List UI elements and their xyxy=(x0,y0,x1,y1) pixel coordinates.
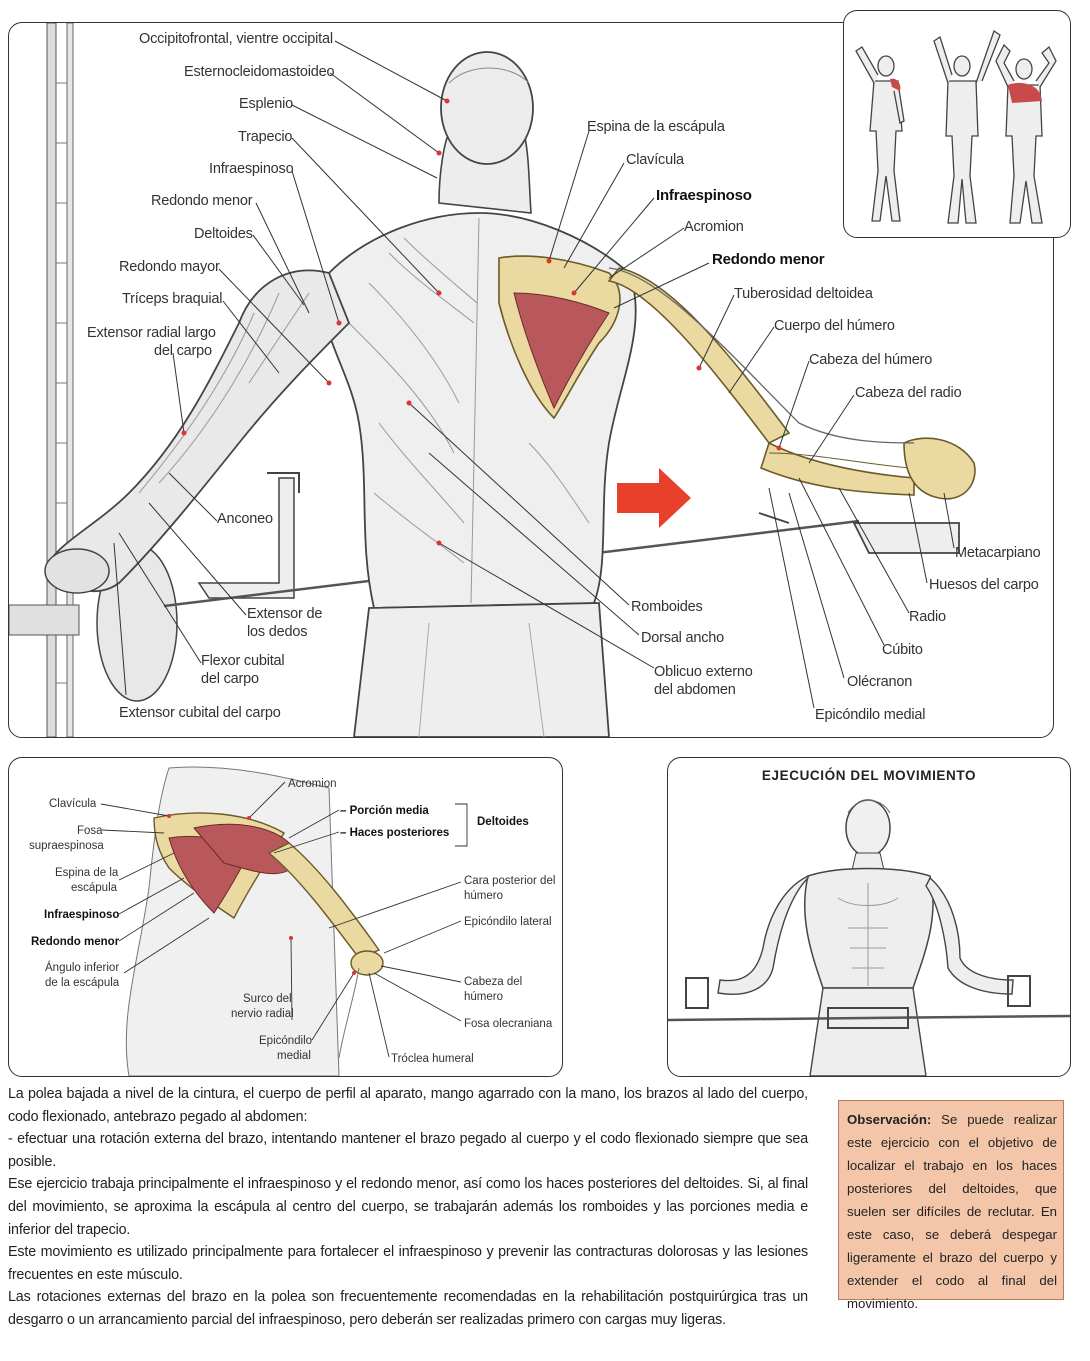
dlabel-epicondilo-2: medial xyxy=(277,1050,311,1062)
shorts xyxy=(353,602,610,737)
label-triceps-braquial: Tríceps braquial xyxy=(122,291,223,307)
dlabel-acromion: Acromion xyxy=(288,778,337,790)
dlabel-infraespinoso: Infraespinoso xyxy=(44,909,120,921)
dlabel-troclea: Tróclea humeral xyxy=(391,1053,474,1065)
dlabel-clavicula: Clavícula xyxy=(49,798,97,810)
label-occipitofrontal: Occipitofrontal, vientre occipital xyxy=(139,31,333,47)
left-arm xyxy=(47,269,351,592)
shoulder-detail-panel: Clavícula Fosa supraespinosa Espina de l… xyxy=(8,757,563,1077)
label-cabeza-humero: Cabeza del húmero xyxy=(809,352,933,368)
dlabel-surco: Surco del xyxy=(243,993,292,1005)
exec-cable xyxy=(668,1014,1070,1022)
label-redondo-menor: Redondo menor xyxy=(151,193,253,209)
execution-illustration xyxy=(668,799,1070,1076)
head xyxy=(440,51,534,165)
movement-direction-arrow xyxy=(617,468,691,528)
label-redondo-mayor: Redondo mayor xyxy=(119,259,220,275)
label-olecranon: Olécranon xyxy=(847,674,913,690)
observation-text: Se puede realizar este ejercicio con el … xyxy=(847,1112,1057,1311)
dlabel-epicondilo: Epicóndilo xyxy=(259,1035,313,1047)
dlabel-redondo-menor: Redondo menor xyxy=(31,936,120,948)
label-cabeza-radio: Cabeza del radio xyxy=(855,385,962,401)
label-clavicula: Clavícula xyxy=(626,152,684,168)
dlabel-epicondilo-lateral: Epicóndilo lateral xyxy=(464,916,552,928)
execution-title: EJECUCIÓN DEL MOVIMIENTO xyxy=(761,768,977,783)
dlabel-fosa-olecraniana: Fosa olecraniana xyxy=(464,1018,553,1030)
label-cubito: Cúbito xyxy=(882,642,923,658)
label-trapecio: Trapecio xyxy=(238,129,293,145)
main-anatomy-illustration xyxy=(9,23,976,737)
paragraph-execution: - efectuar una rotación externa del braz… xyxy=(8,1131,808,1170)
label-esternocleidomastoideo: Esternocleidomastoideo xyxy=(184,64,335,80)
label-flexor-cubital: Flexor cubital xyxy=(201,653,285,669)
dlabel-surco-2: nervio radial xyxy=(231,1008,294,1020)
paragraph-muscles: Ese ejercicio trabaja principalmente el … xyxy=(8,1176,808,1238)
dlabel-porcion-media: – Porción media xyxy=(340,805,429,817)
infraspinatus-highlight xyxy=(513,292,610,410)
dlabel-cabeza-humero-2: húmero xyxy=(464,991,503,1003)
dlabel-cabeza-humero: Cabeza del xyxy=(464,976,523,988)
label-dorsal-ancho: Dorsal ancho xyxy=(641,630,725,646)
label-infraespinoso-bold: Infraespinoso xyxy=(656,187,752,204)
label-deltoides: Deltoides xyxy=(194,226,253,242)
execution-panel: EJECUCIÓN DEL MOVIMIENTO xyxy=(667,757,1071,1077)
dlabel-deltoides: Deltoides xyxy=(477,816,529,828)
label-epicondilo-medial: Epicóndilo medial xyxy=(815,707,926,723)
label-acromion: Acromion xyxy=(684,219,744,235)
label-cuerpo-humero: Cuerpo del húmero xyxy=(774,318,895,334)
shoulder-detail-illustration xyxy=(100,766,468,1076)
thumbnail-figures xyxy=(855,29,1057,224)
exercise-description: La polea bajada a nivel de la cintura, e… xyxy=(8,1083,808,1332)
observation-box: Observación: Se puede realizar este ejer… xyxy=(838,1100,1064,1311)
dlabel-fosa: Fosa xyxy=(77,825,103,837)
label-espina-escapula: Espina de la escápula xyxy=(587,119,725,135)
forearm-bones xyxy=(760,441,915,496)
label-extensor-cubital: Extensor cubital del carpo xyxy=(119,705,281,721)
dlabel-angulo-2: de la escápula xyxy=(45,977,120,989)
label-extensor-radial-2: del carpo xyxy=(154,343,212,359)
paragraph-rehab: Las rotaciones externas del brazo en la … xyxy=(8,1289,808,1328)
humerus-bone xyxy=(607,267,791,445)
label-extensor-dedos-2: los dedos xyxy=(247,624,308,640)
label-flexor-cubital-2: del carpo xyxy=(201,671,259,687)
hand-bones xyxy=(903,437,976,500)
label-extensor-dedos: Extensor de xyxy=(247,606,323,622)
paragraph-purpose: Este movimiento es utilizado principalme… xyxy=(8,1244,808,1283)
label-radio: Radio xyxy=(909,609,946,625)
dlabel-cara-posterior-2: húmero xyxy=(464,890,503,902)
label-extensor-radial: Extensor radial largo xyxy=(87,325,216,341)
dlabel-cara-posterior: Cara posterior del xyxy=(464,875,556,887)
label-metacarpiano: Metacarpiano xyxy=(955,545,1041,561)
observation-label: Observación: xyxy=(847,1112,932,1127)
dlabel-fosa-2: supraespinosa xyxy=(29,840,104,852)
label-esplenio: Esplenio xyxy=(239,96,294,112)
label-huesos-carpo: Huesos del carpo xyxy=(929,577,1039,593)
dlabel-angulo: Ángulo inferior xyxy=(45,962,120,974)
label-romboides: Romboides xyxy=(631,599,703,615)
label-redondo-menor-bold: Redondo menor xyxy=(712,251,825,268)
label-anconeo: Anconeo xyxy=(217,511,273,527)
label-oblicuo-externo: Oblicuo externo xyxy=(654,664,753,680)
label-infraespinoso: Infraespinoso xyxy=(209,161,294,177)
dlabel-haces-posteriores: – Haces posteriores xyxy=(340,827,450,839)
dlabel-espina-2: escápula xyxy=(71,882,118,894)
thumbnail-figures-panel xyxy=(843,10,1071,238)
paragraph-setup: La polea bajada a nivel de la cintura, e… xyxy=(8,1086,808,1125)
label-oblicuo-externo-2: del abdomen xyxy=(654,682,736,698)
dlabel-espina: Espina de la xyxy=(55,867,119,879)
label-tuberosidad-deltoidea: Tuberosidad deltoidea xyxy=(734,286,873,302)
